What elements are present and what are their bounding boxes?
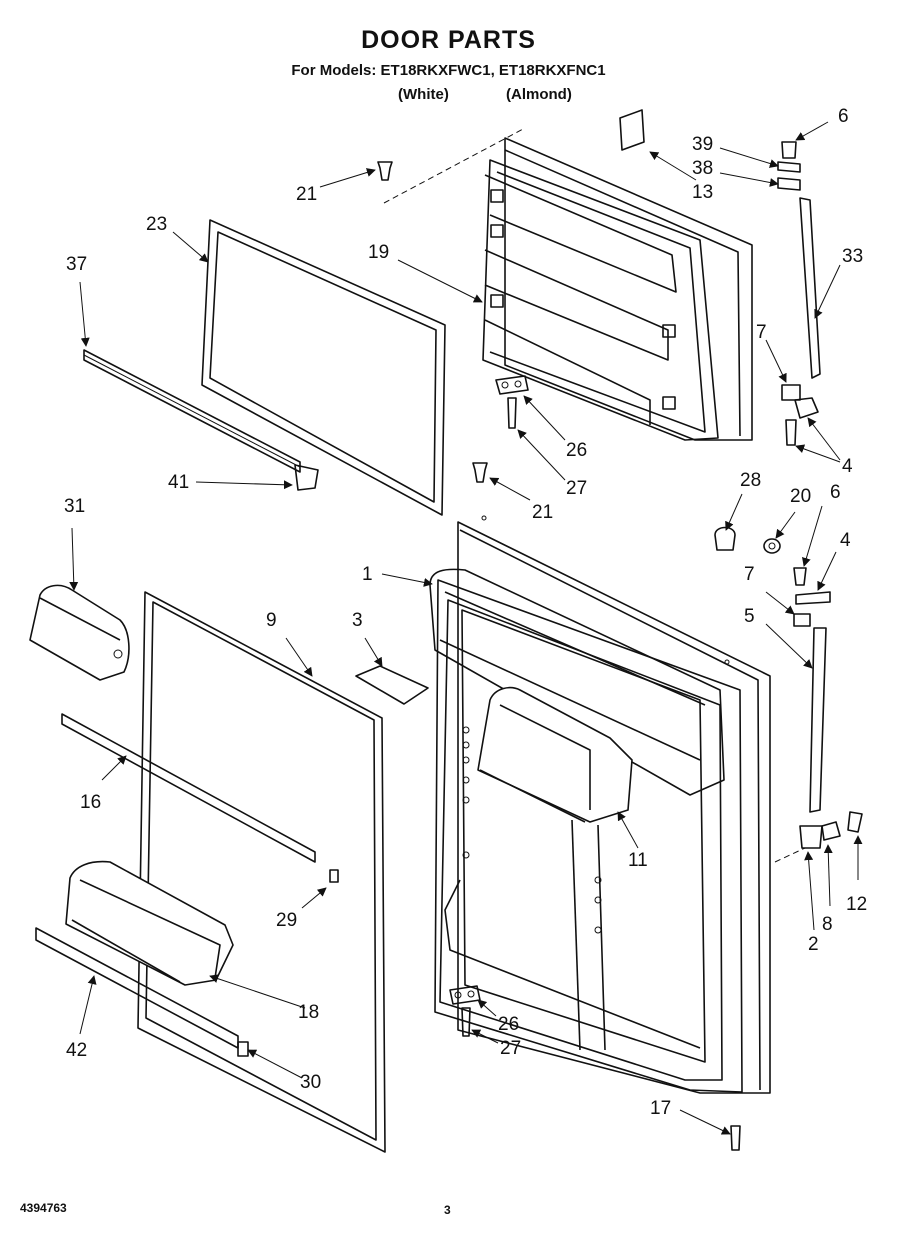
screw-17 [730,1125,741,1151]
page-title: DOOR PARTS [361,26,536,54]
label-plate-13 [619,109,645,151]
callout-31: 31 [64,496,85,517]
callout-28: 28 [740,470,761,491]
clip-29 [329,869,339,883]
callout-27-bottom: 27 [500,1038,521,1059]
freezer-hinge-bracket [495,375,529,429]
callout-33: 33 [842,246,863,267]
callout-37: 37 [66,254,87,275]
freezer-gasket [201,219,446,516]
callout-7-top: 7 [756,322,767,343]
breaker-strip-37 [83,349,301,473]
callout-1: 1 [362,564,373,585]
callout-4-middle: 4 [840,530,851,551]
callout-20: 20 [790,486,811,507]
top-hinge-assembly [777,141,821,446]
callout-21-middle: 21 [532,502,553,523]
callout-42: 42 [66,1040,87,1061]
callout-4-top: 4 [842,456,853,477]
callout-18: 18 [298,1002,319,1023]
fresh-food-gasket [137,591,386,1153]
plug-button-28 [714,526,736,551]
pin-21-middle [472,462,488,483]
door-bin-11 [477,686,633,823]
door-shelf-18 [65,860,234,986]
clip-30 [237,1041,249,1057]
callout-12: 12 [846,894,867,915]
callout-30: 30 [300,1072,321,1093]
callout-11: 11 [628,850,648,871]
freezer-door [482,137,753,441]
bottom-hinge-assembly [799,811,863,849]
callout-38: 38 [692,158,713,179]
callout-23: 23 [146,214,167,235]
bushing-20 [763,538,781,554]
variant-label-white: (White) [398,86,449,103]
callout-39: 39 [692,134,713,155]
pin-21-top [377,161,393,181]
callout-17: 17 [650,1098,671,1119]
leader-lines [69,121,863,1135]
dairy-cover-3 [355,665,429,705]
callout-26-top: 26 [566,440,587,461]
callout-6-middle: 6 [830,482,841,503]
callout-5: 5 [744,606,755,627]
dairy-door-31 [29,584,130,681]
callout-26-bottom: 26 [498,1014,519,1035]
callout-41: 41 [168,472,189,493]
page-number: 3 [444,1203,451,1217]
callout-29: 29 [276,910,297,931]
document-number: 4394763 [20,1201,67,1215]
breaker-strip-16 [61,713,316,863]
variant-label-almond: (Almond) [506,86,572,103]
callout-19: 19 [368,242,389,263]
callout-7-middle: 7 [744,564,755,585]
callout-3: 3 [352,610,363,631]
models-subtitle: For Models: ET18RKXFWC1, ET18RKXFNC1 [291,62,606,79]
callout-13: 13 [692,182,713,203]
middle-hinge-assembly [793,567,831,813]
callout-numbers: 6 39 38 13 21 23 19 33 37 7 26 4 27 41 2… [64,106,867,1119]
callout-21-top: 21 [296,184,317,205]
clip-41 [294,464,319,491]
callout-2: 2 [808,934,819,955]
bottom-hinge-axis-line [774,847,806,863]
callout-8: 8 [822,914,833,935]
callout-16: 16 [80,792,101,813]
callout-27-top: 27 [566,478,587,499]
freezer-door-axis-line [383,127,526,204]
callout-6-top: 6 [838,106,849,127]
callout-9: 9 [266,610,277,631]
